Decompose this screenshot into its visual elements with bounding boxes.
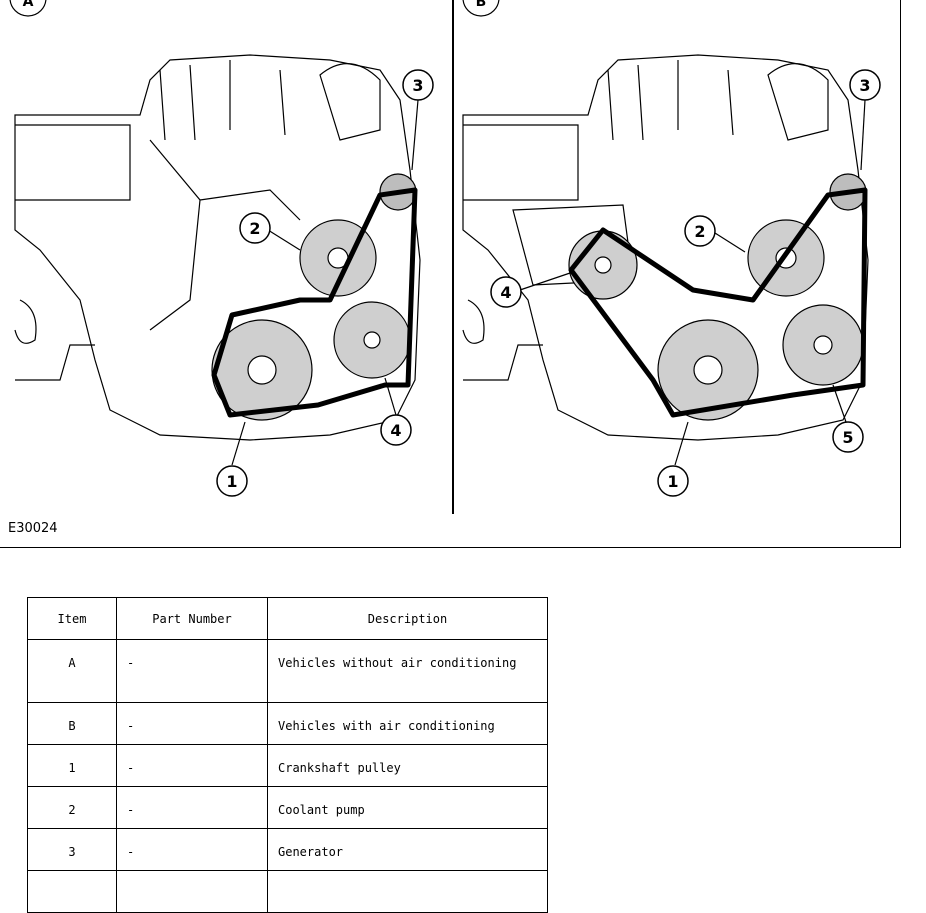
figure-frame	[0, 0, 901, 548]
panel-label-circle	[9, 0, 47, 17]
table-row: A - Vehicles without air conditioning	[27, 639, 548, 703]
panel-a-letter: A	[23, 0, 34, 10]
table-row: 2 - Coolant pump	[27, 786, 548, 829]
cell-part-number: -	[116, 639, 268, 703]
panel-label-circle	[462, 0, 500, 17]
figure-id: E30024	[8, 521, 58, 536]
panel-a: 2 3 4 1 A	[0, 0, 450, 514]
header-description: Description	[267, 597, 548, 640]
callout-b-1: 1	[667, 472, 678, 491]
callout-a-2: 2	[249, 219, 260, 238]
callout-b-4: 4	[500, 283, 511, 302]
panel-b-letter: B	[476, 0, 487, 10]
cell-part-number	[116, 870, 268, 913]
cell-description	[267, 870, 548, 913]
cell-item: 3	[27, 828, 117, 871]
engine-illustration-a: 2 3 4 1 A	[9, 0, 434, 497]
cell-description: Crankshaft pulley	[267, 744, 548, 787]
callout-b-3: 3	[859, 76, 870, 95]
callout-a-3: 3	[412, 76, 423, 95]
cell-description: Vehicles without air conditioning	[267, 639, 548, 703]
cell-part-number: -	[116, 786, 268, 829]
cell-part-number: -	[116, 744, 268, 787]
cell-part-number: -	[116, 828, 268, 871]
cell-item	[27, 870, 117, 913]
cell-item: A	[27, 639, 117, 703]
cell-description: Vehicles with air conditioning	[267, 702, 548, 745]
table-row: B - Vehicles with air conditioning	[27, 702, 548, 745]
header-part-number: Part Number	[116, 597, 268, 640]
table-row: 3 - Generator	[27, 828, 548, 871]
drive-belt	[211, 187, 418, 418]
table-row: 1 - Crankshaft pulley	[27, 744, 548, 787]
cell-description: Coolant pump	[267, 786, 548, 829]
cell-item: 1	[27, 744, 117, 787]
engine-illustration-b: 2 3 4 5 1 B	[462, 0, 881, 497]
cell-item: B	[27, 702, 117, 745]
callout-b-5: 5	[842, 428, 853, 447]
panel-b: 2 3 4 5 1 B	[453, 0, 903, 514]
cell-part-number: -	[116, 702, 268, 745]
cell-item: 2	[27, 786, 117, 829]
table-row	[27, 870, 548, 913]
callout-a-1: 1	[226, 472, 237, 491]
drive-belt	[568, 187, 868, 418]
header-item: Item	[27, 597, 117, 640]
parts-table: Item Part Number Description A - Vehicle…	[27, 597, 548, 913]
table-header-row: Item Part Number Description	[27, 597, 548, 640]
callout-b-2: 2	[694, 222, 705, 241]
figure-divider	[452, 0, 454, 514]
cell-description: Generator	[267, 828, 548, 871]
callout-a-4: 4	[390, 421, 401, 440]
engine-block-outline	[14, 54, 421, 441]
